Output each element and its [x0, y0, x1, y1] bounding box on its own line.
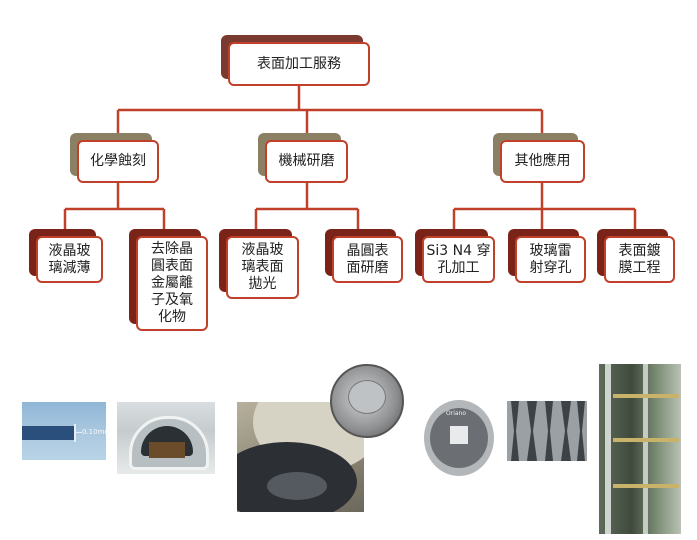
leaf-label: 玻璃雷 射穿孔	[529, 242, 572, 276]
photo-coating-chamber	[599, 364, 681, 534]
root-node: 表面加工服務	[228, 42, 370, 86]
leaf-si3n4-via-drilling: Si3 N4 穿 孔加工	[422, 236, 495, 283]
leaf-label: 表面鍍 膜工程	[618, 242, 661, 276]
leaf-surface-coating: 表面鍍 膜工程	[604, 236, 675, 283]
root-label: 表面加工服務	[257, 55, 341, 72]
photo-wafer-inset	[330, 364, 404, 438]
leaf-glass-laser-drilling: 玻璃雷 射穿孔	[515, 236, 586, 283]
measure-label: 0.10mm	[82, 428, 106, 436]
photo-wafer-tank	[117, 402, 215, 474]
leaf-label: 晶圓表 面研磨	[346, 242, 389, 276]
category-label: 化學蝕刻	[90, 153, 146, 169]
via-pattern-graphic	[511, 401, 585, 461]
category-label: 其他應用	[514, 153, 571, 169]
category-mechanical-polishing: 機械研磨	[265, 140, 348, 183]
leaf-label: 去除晶 圓表面 金屬離 子及氧 化物	[151, 241, 193, 325]
photo-via-pattern	[507, 401, 587, 461]
leaf-lcd-glass-thinning: 液晶玻 璃減薄	[36, 236, 103, 283]
device-label: Oriano	[446, 410, 467, 417]
leaf-label: 液晶玻 璃減薄	[48, 242, 91, 276]
category-chemical-etching: 化學蝕刻	[77, 140, 159, 183]
category-other-applications: 其他應用	[500, 140, 585, 183]
leaf-label: 液晶玻 璃表面 拋光	[241, 242, 284, 292]
photo-wafer-device: Oriano	[424, 400, 494, 476]
category-label: 機械研磨	[278, 153, 335, 169]
leaf-label: Si3 N4 穿 孔加工	[426, 242, 491, 276]
leaf-lcd-glass-polishing: 液晶玻 璃表面 拋光	[226, 236, 299, 299]
leaf-wafer-grinding: 晶圓表 面研磨	[332, 236, 403, 283]
photo-glass-thickness: 0.10mm	[22, 402, 106, 460]
leaf-wafer-metal-ion-removal: 去除晶 圓表面 金屬離 子及氧 化物	[136, 236, 208, 331]
